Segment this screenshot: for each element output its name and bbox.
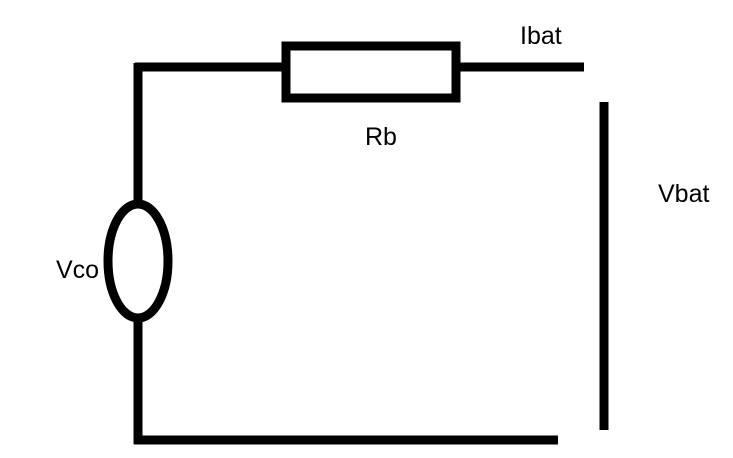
label-ibat: Ibat (520, 22, 562, 50)
label-rb: Rb (365, 123, 397, 151)
label-vco: Vco (56, 256, 99, 284)
voltage-source-vco (103, 199, 173, 323)
resistor-rb (281, 41, 461, 103)
label-vbat: Vbat (658, 180, 709, 208)
